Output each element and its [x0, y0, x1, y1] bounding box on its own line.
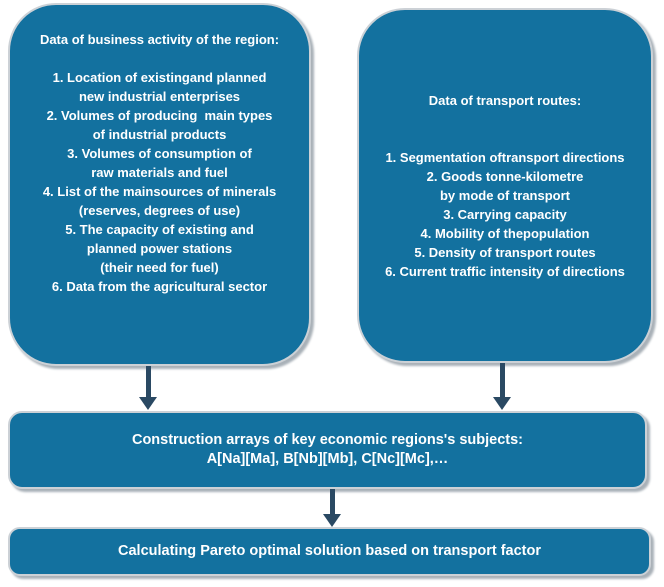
- list-line: raw materials and fuel: [91, 165, 228, 180]
- list-line: 5. Density of transport routes: [414, 244, 596, 260]
- list-line: planned power stations: [86, 241, 233, 256]
- down-arrow-left: [139, 366, 157, 410]
- list-line: 2. Volumes of producing main types: [46, 108, 273, 123]
- arrow-stem: [145, 366, 151, 397]
- list-line: new industrial enterprises: [78, 89, 241, 104]
- business-activity-box: Data of business activity of the region:…: [8, 3, 311, 366]
- construction-arrays-line1: Construction arrays of key economic regi…: [131, 432, 524, 448]
- list-line: 4. List of the mainsources of minerals: [42, 184, 277, 199]
- down-arrow-right: [493, 363, 511, 410]
- list-line: 1. Segmentation oftransport directions: [385, 149, 625, 165]
- arrow-stem: [499, 363, 505, 397]
- transport-routes-title: Data of transport routes:: [428, 92, 582, 108]
- list-line: 5. The capacity of existing and: [65, 222, 254, 237]
- pareto-solution-box: Calculating Pareto optimal solution base…: [8, 527, 651, 576]
- arrow-head-icon: [493, 397, 511, 410]
- list-line: (their need for fuel): [100, 260, 219, 275]
- list-line: 6. Current traffic intensity of directio…: [385, 263, 625, 279]
- pareto-solution-label: Calculating Pareto optimal solution base…: [118, 543, 541, 559]
- down-arrow-middle: [323, 489, 341, 527]
- list-line: of industrial products: [92, 127, 227, 142]
- construction-arrays-line2: A[Na][Ma], B[Nb][Mb], C[Nc][Mc],…: [206, 451, 449, 467]
- business-activity-title: Data of business activity of the region:: [39, 32, 280, 47]
- list-line: 3. Volumes of consumption of: [67, 146, 252, 161]
- construction-arrays-box: Construction arrays of key economic regi…: [8, 411, 647, 489]
- arrow-stem: [329, 489, 335, 514]
- transport-routes-box: Data of transport routes: 1. Segmentatio…: [357, 8, 653, 363]
- arrow-head-icon: [323, 514, 341, 527]
- business-activity-list: 1. Location of existingand planned new i…: [12, 68, 307, 296]
- list-line: 1. Location of existingand planned: [52, 70, 267, 85]
- list-line: 4. Mobility of thepopulation: [420, 225, 590, 241]
- list-line: (reserves, degrees of use): [78, 203, 241, 218]
- list-line: 3. Carrying capacity: [443, 206, 567, 222]
- transport-routes-list: 1. Segmentation oftransport directions 2…: [360, 148, 650, 281]
- list-line: by mode of transport: [439, 187, 570, 203]
- list-line: 6. Data from the agricultural sector: [51, 279, 268, 294]
- list-line: 2. Goods tonne-kilometre: [426, 168, 584, 184]
- arrow-head-icon: [139, 397, 157, 410]
